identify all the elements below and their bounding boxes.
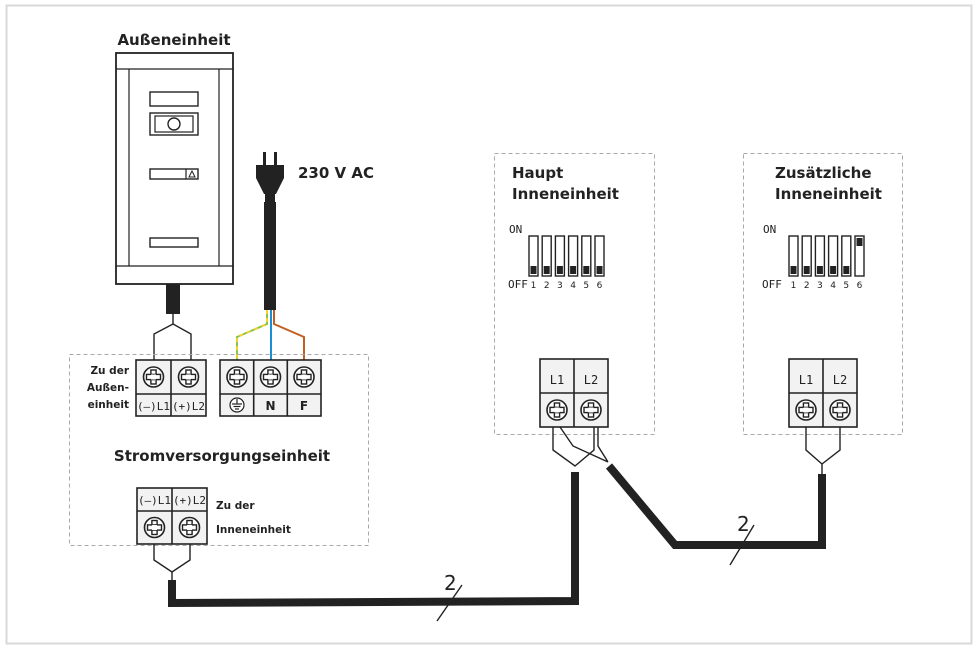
speaker-grille: [149, 237, 199, 248]
psu-indoor-terminal-block: (–)L1 (+)L2: [136, 487, 208, 545]
psu-to-outdoor-label-2: Außen-: [87, 382, 129, 394]
extra-dip-on-label: ON: [763, 223, 776, 236]
main-indoor-unit: [494, 153, 655, 435]
screw-terminal-icon: [546, 399, 568, 421]
main-indoor-title-2: Inneneinheit: [512, 185, 619, 203]
main-dip-off-label: OFF: [508, 278, 528, 291]
plug-label: 230 V AC: [298, 164, 374, 182]
extra-dip-switch-5[interactable]: [841, 235, 852, 277]
main-dip-switch-2[interactable]: [541, 235, 552, 277]
main-indoor-terminal-block: L1 L2: [539, 358, 609, 428]
psu-to-outdoor-label-3: einheit: [88, 399, 129, 411]
extra-indoor-title-2: Inneneinheit: [775, 185, 882, 203]
screw-terminal-icon: [259, 366, 282, 388]
main-dip-number-2: 2: [544, 281, 550, 291]
main-terminal-l2: L2: [584, 373, 598, 387]
main-dip-number-3: 3: [557, 281, 563, 291]
screw-terminal-icon: [142, 366, 165, 388]
extra-dip-off-label: OFF: [762, 278, 782, 291]
screw-terminal-icon: [293, 366, 315, 388]
main-dip-switch-4[interactable]: [567, 235, 579, 277]
extra-indoor-terminal-block: L1 L2: [788, 358, 858, 428]
main-indoor-title-1: Haupt: [512, 164, 563, 182]
extra-dip-number-6: 6: [857, 281, 863, 291]
main-dip-switch-3[interactable]: [554, 235, 566, 277]
psu-indoor-terminal-l1: (–)L1: [138, 494, 171, 507]
cable-marker-1: 2: [444, 571, 457, 595]
main-dip-number-5: 5: [583, 281, 589, 291]
outdoor-cable: [166, 284, 180, 314]
plug-icon: [256, 152, 284, 202]
extra-dip-number-5: 5: [843, 281, 849, 291]
screw-terminal-icon: [143, 516, 166, 539]
extra-terminal-l2: L2: [833, 373, 847, 387]
extra-dip-switch-3[interactable]: [814, 235, 826, 277]
extra-indoor-title-1: Zusätzliche: [775, 164, 872, 182]
psu-mains-terminal-block: N F: [219, 359, 322, 417]
psu-terminal-f: F: [300, 399, 308, 413]
extra-dip-number-4: 4: [830, 281, 836, 291]
main-terminal-l1: L1: [550, 373, 564, 387]
cable-marker-2: 2: [737, 512, 750, 536]
screw-terminal-icon: [580, 399, 602, 421]
outer-frame: [5, 4, 973, 645]
psu-terminal-n: N: [265, 399, 275, 413]
extra-dip-switch-2[interactable]: [801, 235, 812, 277]
extra-dip-switch-4[interactable]: [827, 235, 839, 277]
bell-icon: [188, 169, 196, 178]
outdoor-unit: [115, 52, 234, 285]
extra-terminal-l1: L1: [799, 373, 813, 387]
extra-dip-switch-1[interactable]: [788, 235, 799, 277]
main-dip-number-6: 6: [597, 281, 603, 291]
main-dip-number-4: 4: [570, 281, 576, 291]
screw-terminal-icon: [795, 399, 817, 421]
phase-wire: [273, 310, 305, 360]
psu-to-indoor-label-2: Inneneinheit: [216, 524, 291, 536]
psu-outdoor-terminal-l2: (+)L2: [172, 400, 205, 413]
mains-cable: [264, 202, 276, 310]
screw-terminal-icon: [177, 366, 200, 388]
main-dip-number-1: 1: [531, 281, 537, 291]
nameplate: [149, 168, 199, 180]
main-dip-switch-5[interactable]: [581, 235, 592, 277]
psu-indoor-terminal-l2: (+)L2: [173, 494, 206, 507]
screw-terminal-icon: [226, 366, 248, 388]
cable-main-to-extra-indoor: [605, 463, 826, 549]
extra-dip-number-1: 1: [791, 281, 797, 291]
earth-symbol-icon: [229, 397, 245, 413]
screw-terminal-icon: [829, 399, 851, 421]
psu-to-outdoor-label-1: Zu der: [90, 365, 129, 377]
cable-psu-to-main-indoor: [168, 472, 579, 608]
main-dip-switch-6[interactable]: [594, 235, 605, 277]
psu-to-indoor-label-1: Zu der: [216, 500, 255, 512]
outdoor-unit-title: Außeneinheit: [117, 31, 230, 49]
extra-dip-number-2: 2: [804, 281, 810, 291]
psu-outdoor-terminal-block: (–)L1 (+)L2: [135, 359, 207, 417]
extra-dip-switch-6[interactable]: [854, 235, 865, 277]
extra-indoor-unit: [743, 153, 903, 435]
camera-lens-icon: [167, 117, 181, 131]
power-supply-unit: [69, 354, 369, 546]
screw-terminal-icon: [178, 516, 201, 539]
psu-outdoor-terminal-l1: (–)L1: [137, 400, 170, 413]
extra-dip-number-3: 3: [817, 281, 823, 291]
psu-title: Stromversorgungseinheit: [114, 447, 330, 465]
main-dip-switch-1[interactable]: [528, 235, 539, 277]
main-dip-on-label: ON: [509, 223, 522, 236]
